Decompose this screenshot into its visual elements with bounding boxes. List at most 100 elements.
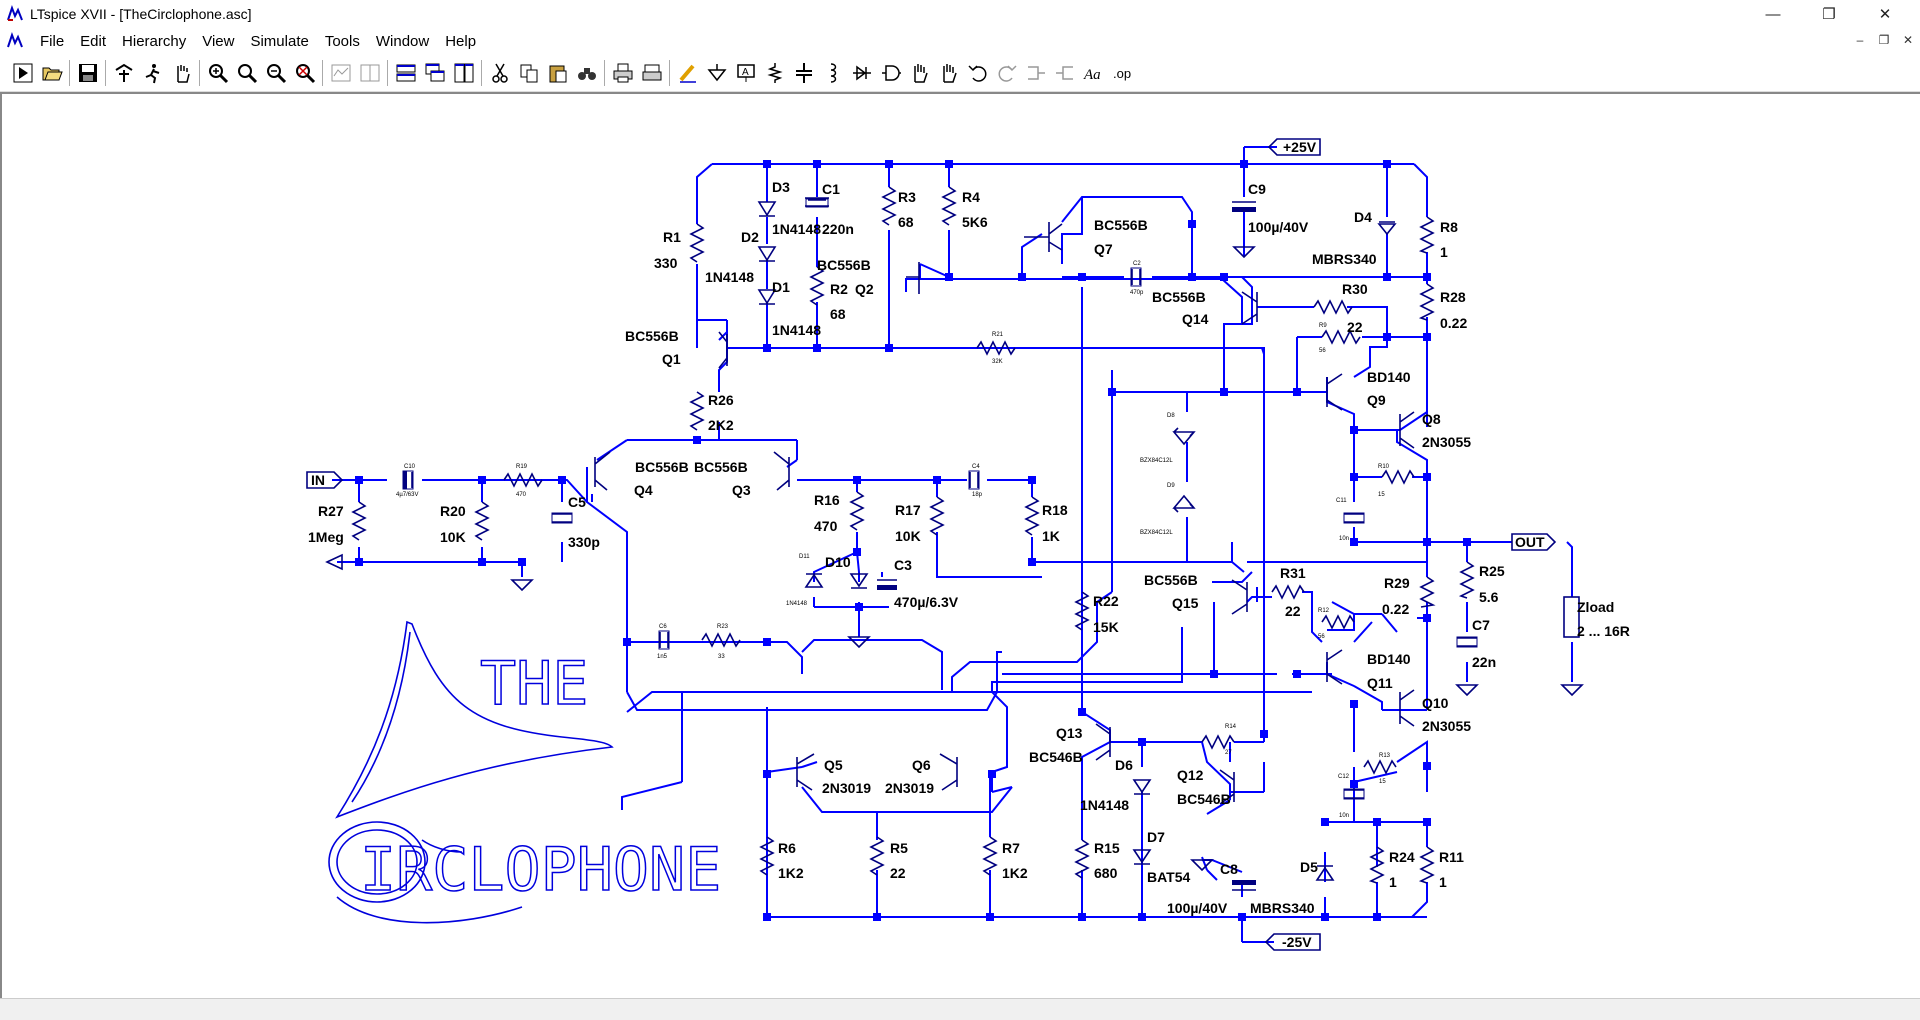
resistor-R26[interactable] <box>689 391 705 431</box>
open-icon[interactable] <box>37 58 66 87</box>
transistor-Q7[interactable] <box>1048 222 1063 252</box>
resistor-R27[interactable] <box>351 501 367 541</box>
capacitor-C11[interactable] <box>1344 513 1364 523</box>
resistor-R20[interactable] <box>474 501 490 541</box>
transistor-Q15[interactable] <box>1231 579 1248 615</box>
transistor-Q3[interactable] <box>773 451 790 491</box>
resistor-R22[interactable] <box>1074 591 1090 631</box>
resistor-R12[interactable] <box>1321 614 1355 630</box>
control-panel-icon[interactable] <box>109 58 138 87</box>
print-setup-icon[interactable] <box>637 58 666 87</box>
resistor-R6[interactable] <box>759 836 775 876</box>
transistor-Q13[interactable] <box>1095 723 1111 761</box>
diode-D4[interactable] <box>1377 221 1397 236</box>
mdi-restore-button[interactable]: ❐ <box>1878 33 1890 47</box>
inductor-icon[interactable] <box>818 58 847 87</box>
transistor-Q6[interactable] <box>939 753 958 791</box>
resistor-R13[interactable] <box>1363 759 1397 775</box>
redo-icon[interactable] <box>992 58 1021 87</box>
spice-directive-icon[interactable]: .op <box>1108 58 1137 87</box>
component-icon[interactable] <box>876 58 905 87</box>
draw-wire-icon[interactable] <box>673 58 702 87</box>
resistor-R24[interactable] <box>1368 846 1385 884</box>
drag-icon[interactable] <box>934 58 963 87</box>
diode-D7[interactable] <box>1132 849 1152 865</box>
resistor-R18[interactable] <box>1024 496 1040 536</box>
mirror-icon[interactable] <box>1050 58 1079 87</box>
cascade-icon[interactable] <box>420 58 449 87</box>
mdi-close-button[interactable]: ✕ <box>1902 33 1914 47</box>
transistor-Q4[interactable] <box>594 451 611 491</box>
save-icon[interactable] <box>73 58 102 87</box>
copy-icon[interactable] <box>514 58 543 87</box>
mdi-minimize-button[interactable]: – <box>1856 33 1864 47</box>
find-icon[interactable] <box>572 58 601 87</box>
diode-D11[interactable] <box>804 573 824 588</box>
zoom-in-icon[interactable] <box>203 58 232 87</box>
transistor-Q12[interactable] <box>1219 769 1235 805</box>
ground-icon[interactable] <box>702 58 731 87</box>
capacitor-icon[interactable] <box>789 58 818 87</box>
menu-edit[interactable]: Edit <box>80 32 107 50</box>
resistor-R14[interactable] <box>1201 734 1235 750</box>
tile-vertical-icon[interactable] <box>355 58 384 87</box>
capacitor-C6[interactable] <box>659 632 669 648</box>
zoom-fit-icon[interactable] <box>290 58 319 87</box>
menu-window[interactable]: Window <box>375 32 430 50</box>
resistor-R15[interactable] <box>1074 839 1090 879</box>
resistor-R21[interactable] <box>976 340 1016 356</box>
resistor-R11[interactable] <box>1418 846 1435 884</box>
transistor-Q5[interactable] <box>796 753 815 791</box>
load-Zload[interactable] <box>1563 596 1580 638</box>
menu-file[interactable]: File <box>40 32 65 50</box>
transistor-Q10[interactable] <box>1399 689 1415 727</box>
minimize-button[interactable]: — <box>1765 5 1781 23</box>
cascade-alt-icon[interactable] <box>449 58 478 87</box>
resistor-R28[interactable] <box>1418 283 1435 321</box>
resistor-R31[interactable] <box>1271 584 1305 600</box>
document-icon[interactable] <box>6 32 24 50</box>
resistor-R23[interactable] <box>701 632 741 648</box>
resistor-icon[interactable] <box>760 58 789 87</box>
undo-icon[interactable] <box>963 58 992 87</box>
diode-D5[interactable] <box>1315 865 1335 881</box>
capacitor-C7[interactable] <box>1457 637 1477 647</box>
close-button[interactable]: ✕ <box>1878 6 1892 23</box>
diode-D3[interactable] <box>757 201 777 217</box>
transistor-Q1[interactable] <box>718 331 728 369</box>
resistor-R9[interactable] <box>1321 329 1361 345</box>
menu-tools[interactable]: Tools <box>324 32 360 50</box>
resistor-R8[interactable] <box>1418 216 1435 254</box>
resistor-R5[interactable] <box>869 836 885 876</box>
label-net-icon[interactable]: A <box>731 58 760 87</box>
diode-icon[interactable] <box>847 58 876 87</box>
paste-icon[interactable] <box>543 58 572 87</box>
schematic-canvas[interactable]: R1 330 D3 1N4148 D2 1N4148 D1 1N4148 C1 … <box>0 92 1920 998</box>
menu-simulate[interactable]: Simulate <box>250 32 309 50</box>
move-icon[interactable] <box>905 58 934 87</box>
cut-icon[interactable] <box>485 58 514 87</box>
capacitor-C5[interactable] <box>552 513 572 523</box>
capacitor-C12[interactable] <box>1344 789 1364 799</box>
zoom-out-icon[interactable] <box>261 58 290 87</box>
window-tile-icon[interactable] <box>391 58 420 87</box>
resistor-R4[interactable] <box>941 186 957 226</box>
transistor-Q9[interactable] <box>1326 373 1343 411</box>
transistor-Q2[interactable] <box>906 262 920 294</box>
tile-horizontal-icon[interactable] <box>326 58 355 87</box>
maximize-button[interactable]: ❐ <box>1822 6 1836 23</box>
resistor-R2[interactable] <box>809 266 825 306</box>
diode-D2[interactable] <box>757 246 777 262</box>
zoom-area-icon[interactable] <box>232 58 261 87</box>
transistor-Q11[interactable] <box>1326 649 1343 685</box>
transistor-Q8[interactable] <box>1399 411 1415 449</box>
resistor-R19[interactable] <box>503 472 543 488</box>
resistor-R25[interactable] <box>1458 561 1475 599</box>
diode-D9[interactable] <box>1172 494 1196 513</box>
resistor-R7[interactable] <box>982 836 998 876</box>
capacitor-C4[interactable] <box>969 472 979 488</box>
rotate-icon[interactable] <box>1021 58 1050 87</box>
resistor-R10[interactable] <box>1381 469 1415 485</box>
resistor-R29[interactable] <box>1419 576 1436 608</box>
resistor-R17[interactable] <box>929 496 945 536</box>
